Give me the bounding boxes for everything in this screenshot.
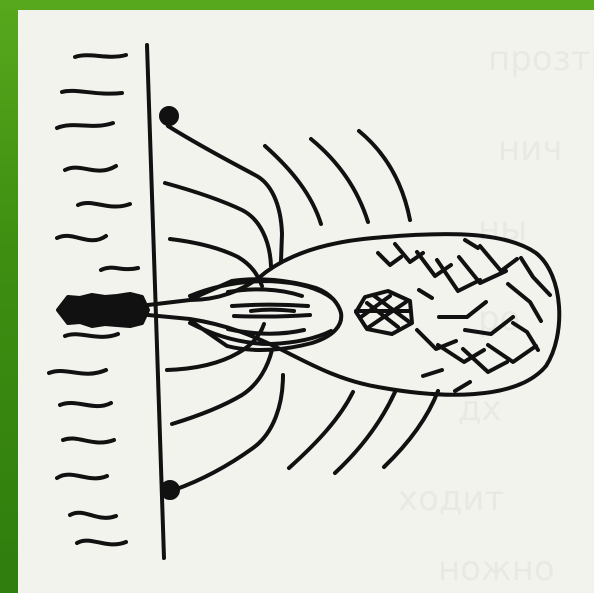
bleed-through-text: прозтр нич ны ро дх ходит ножно xyxy=(398,39,594,589)
tick-illustration: прозтр нич ны ро дх ходит ножно xyxy=(18,10,594,593)
svg-text:ножно: ножно xyxy=(438,549,555,589)
svg-text:ходит: ходит xyxy=(398,479,504,519)
svg-text:прозтр: прозтр xyxy=(488,39,594,79)
tick-body xyxy=(58,108,559,498)
paper-sheet: прозтр нич ны ро дх ходит ножно xyxy=(18,10,594,593)
svg-text:нич: нич xyxy=(498,129,562,169)
